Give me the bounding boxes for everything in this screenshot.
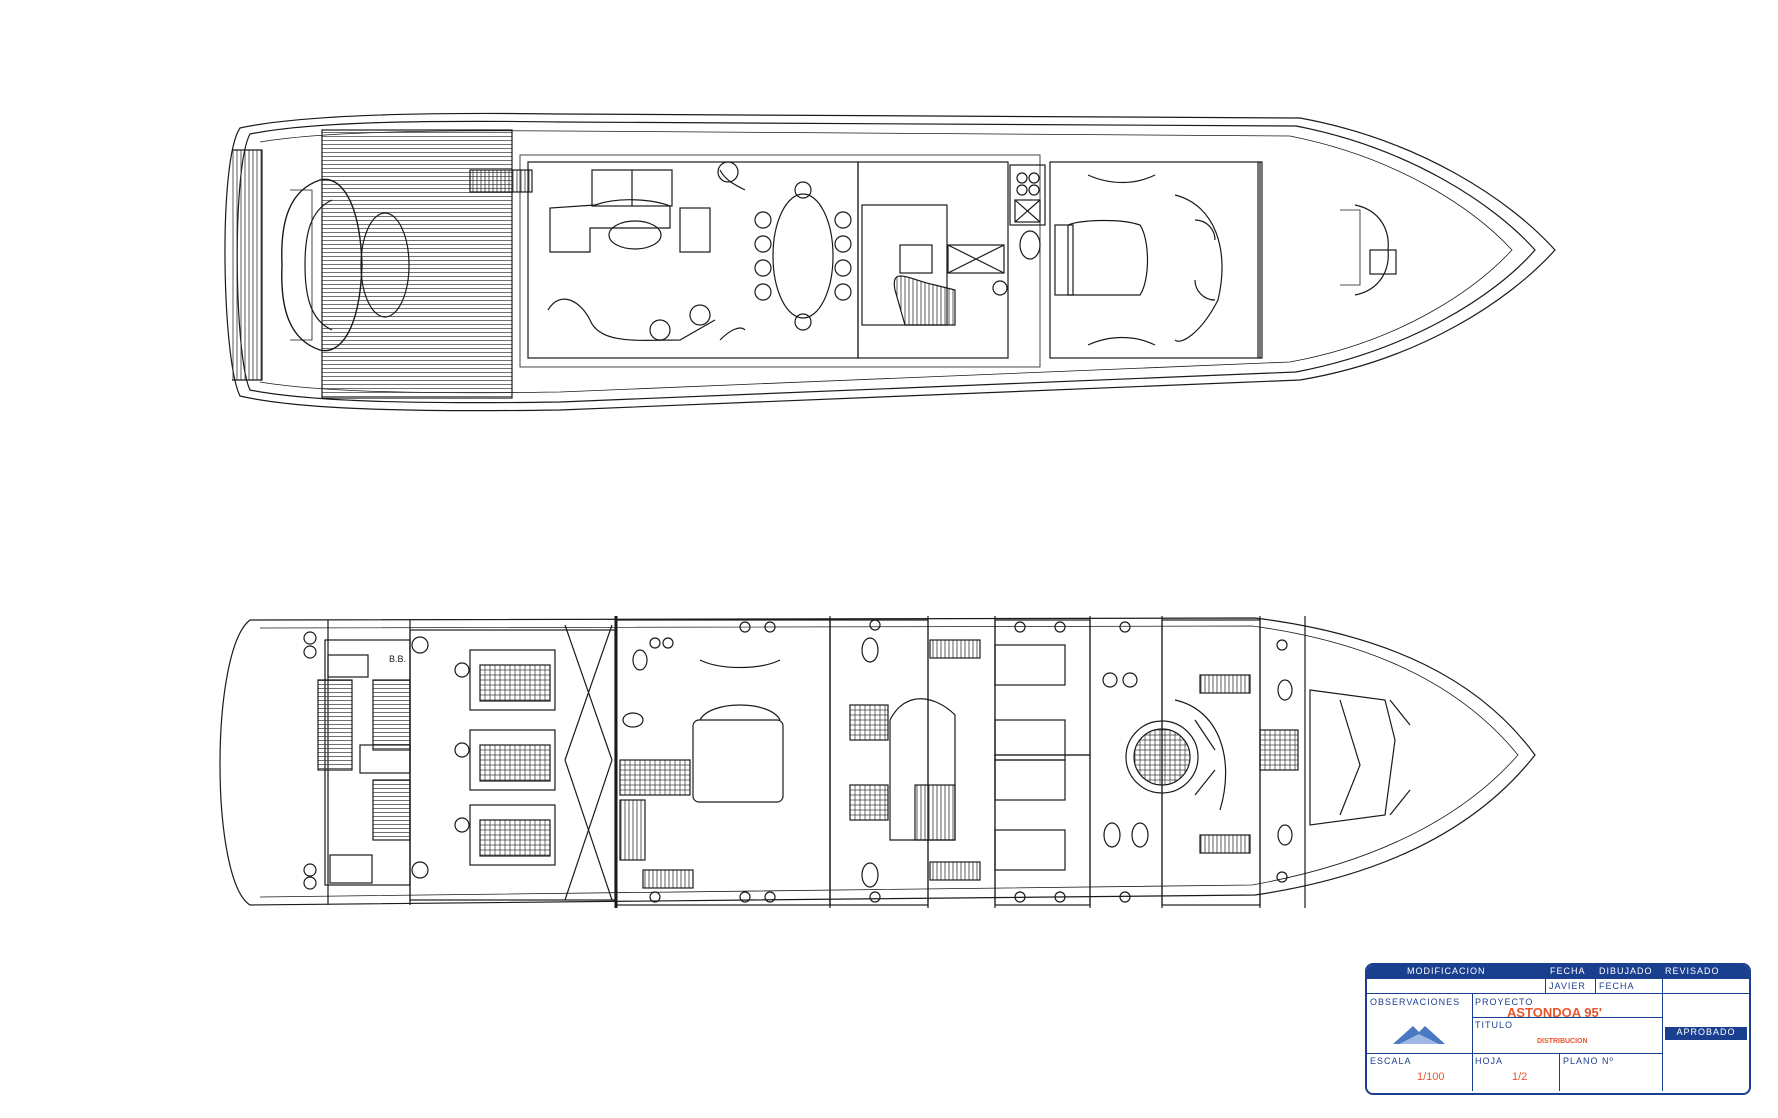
dining-table (772, 193, 834, 319)
upper-hull-outline (224, 112, 1556, 412)
titulo-value: DISTRIBUCION (1537, 1038, 1588, 1045)
escala-label: ESCALA (1370, 1056, 1412, 1066)
hoja-value: 1/2 (1512, 1071, 1528, 1083)
proyecto-label: PROYECTO (1475, 997, 1534, 1007)
title-block-header: MODIFICACION FECHA DIBUJADO REVISADO (1367, 965, 1749, 979)
saloon-coffee-table (608, 220, 662, 250)
forward-suite (1049, 161, 1261, 359)
lower-stair (889, 698, 956, 841)
aft-deck-table (360, 212, 410, 318)
atrium-round-skylight (1125, 720, 1199, 794)
modificacion-label: MODIFICACION (1407, 966, 1486, 976)
escala-value: 1/100 (1417, 1071, 1445, 1083)
cabin-tag: B.B. (389, 654, 406, 664)
lower-hull-outline (219, 617, 1536, 906)
aft-lounge-seating (281, 178, 363, 352)
hoja-label: HOJA (1475, 1056, 1504, 1066)
company-logo-icon (1393, 1026, 1445, 1044)
dining-chairs (754, 181, 852, 331)
engines (454, 649, 556, 866)
bow-cabin (1309, 689, 1396, 826)
proyecto-value: ASTONDOA 95' (1507, 1005, 1602, 1020)
observaciones-label: OBSERVACIONES (1370, 997, 1461, 1007)
sub-firma: FECHA (1599, 981, 1635, 991)
sub-fecha: JAVIER (1549, 981, 1586, 991)
engine-room (409, 629, 616, 901)
fecha-label: FECHA (1550, 966, 1586, 976)
lobby (857, 161, 1009, 359)
revisado-label: REVISADO (1665, 966, 1720, 976)
aft-stairs (469, 169, 533, 193)
upper-deck-plan (224, 112, 1556, 412)
lobby-spiral-stair (893, 275, 956, 326)
lower-deck-plan: B.B. (219, 616, 1536, 908)
plano-label: PLANO Nº (1563, 1056, 1614, 1066)
titulo-label: TITULO (1475, 1020, 1514, 1030)
lower-lobby (829, 619, 929, 906)
twin-cabin-port (994, 619, 1091, 756)
title-block: MODIFICACION FECHA DIBUJADO REVISADO JAV… (1365, 963, 1751, 1095)
aprobado-label: APROBADO (1665, 1027, 1747, 1040)
dibujado-label: DIBUJADO (1599, 966, 1653, 976)
